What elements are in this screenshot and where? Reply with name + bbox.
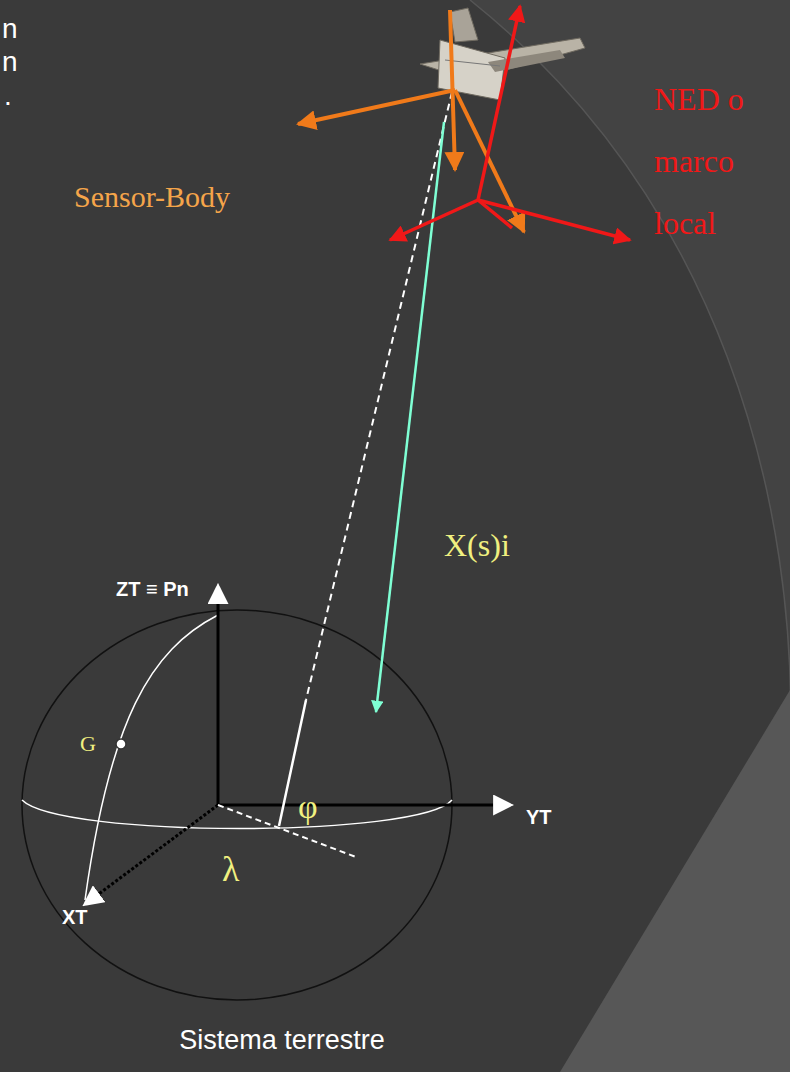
position-vector (376, 122, 444, 712)
dashed-line (306, 92, 452, 700)
background-curve (470, 0, 790, 760)
sensor-body-frame (298, 10, 524, 232)
point-g (116, 739, 126, 749)
background-corner (560, 690, 790, 1072)
background-arc (470, 0, 790, 760)
slide-text-fragment: n (2, 14, 18, 45)
axis-y (218, 804, 512, 807)
earth-ellipsoid (22, 585, 512, 1000)
angle-label: φ (298, 788, 318, 825)
axis-z (217, 585, 220, 805)
point-label: G (80, 732, 96, 756)
axis-x (84, 805, 218, 905)
axis-label: XT (62, 906, 88, 928)
slide-text-fragment: . (4, 81, 12, 112)
angle-label: λ (222, 850, 239, 890)
slide-text-fragment: n (2, 47, 18, 78)
axis-label: ZT ≡ Pn (116, 578, 189, 600)
frame-label: Sensor-Body (74, 180, 230, 213)
frame-label: NED o marco local (654, 68, 782, 254)
axis-label: YT (526, 806, 552, 828)
caption: Sistema terrestre (179, 1026, 385, 1056)
meridian (85, 615, 218, 900)
vector-label: X(s)i (444, 528, 510, 563)
ned-frame (390, 6, 630, 240)
